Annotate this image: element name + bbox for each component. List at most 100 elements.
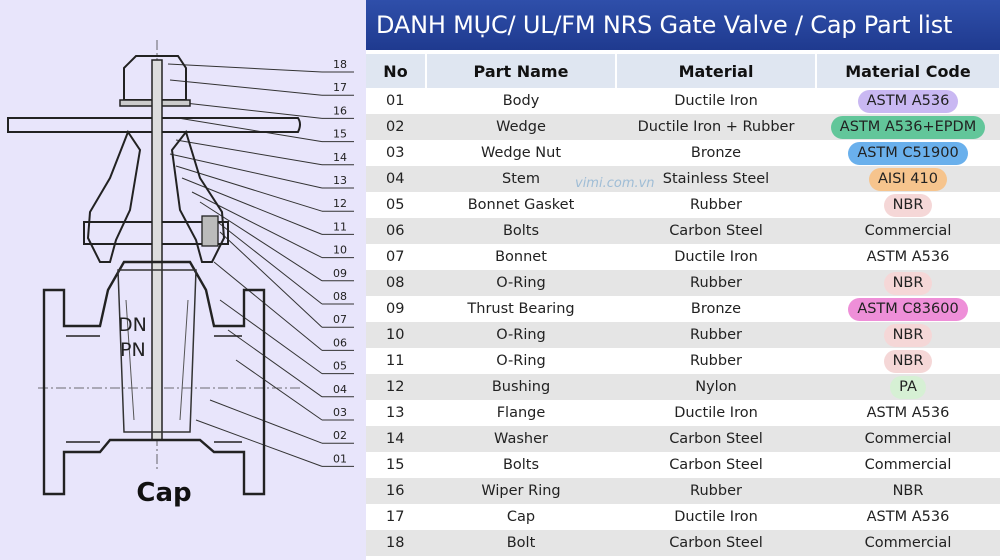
callout-label: 16 xyxy=(333,104,347,117)
cell-part-name: Bolts xyxy=(426,452,616,478)
cell-no: 11 xyxy=(366,348,426,374)
leader-line xyxy=(219,231,323,328)
cell-material-code: NBR xyxy=(816,270,1000,296)
cell-material: Nylon xyxy=(616,374,816,400)
cell-no: 02 xyxy=(366,114,426,140)
cell-no: 01 xyxy=(366,88,426,114)
material-code-badge: ASTM A536 xyxy=(866,508,950,525)
cell-material: Carbon Steel xyxy=(616,530,816,556)
cell-part-name: Bonnet xyxy=(426,244,616,270)
cell-material-code: NBR xyxy=(816,322,1000,348)
cell-part-name: Washer xyxy=(426,426,616,452)
cell-part-name: Body xyxy=(426,88,616,114)
cell-material: Ductile Iron + Rubber xyxy=(616,114,816,140)
leader-line xyxy=(169,79,323,96)
leader-line xyxy=(175,101,323,119)
callout-label: 01 xyxy=(333,452,347,465)
cell-part-name: Wedge Nut xyxy=(426,140,616,166)
leader-line xyxy=(219,299,323,375)
cell-material: Bronze xyxy=(616,140,816,166)
material-code-badge: Commercial xyxy=(864,456,952,473)
cell-no: 18 xyxy=(366,530,426,556)
callout-label: 05 xyxy=(333,360,347,373)
leader-line xyxy=(195,419,323,467)
cell-part-name: Thrust Bearing xyxy=(426,296,616,322)
callout-label: 17 xyxy=(333,81,347,94)
pn-label: PN xyxy=(120,339,146,361)
cell-material-code: NBR xyxy=(816,192,1000,218)
cell-material: Ductile Iron xyxy=(616,244,816,270)
drawing-caption: Cap xyxy=(136,478,192,508)
column-header-part-name: Part Name xyxy=(426,54,617,88)
material-code-badge: ASTM A536 xyxy=(866,404,950,421)
gate-valve-cross-section-drawing: DN PN 1817161514131211100908070605040302… xyxy=(7,40,354,496)
material-code-badge: NBR xyxy=(883,271,933,295)
cell-material: Rubber xyxy=(616,322,816,348)
cell-no: 09 xyxy=(366,296,426,322)
cell-no: 13 xyxy=(366,400,426,426)
callout-label: 06 xyxy=(333,336,347,349)
cell-material: Carbon Steel xyxy=(616,452,816,478)
cell-no: 05 xyxy=(366,192,426,218)
cell-part-name: O-Ring xyxy=(426,348,616,374)
callout-label: 04 xyxy=(333,383,347,396)
material-code-badge: Commercial xyxy=(864,222,952,239)
material-code-badge: ASTM A536 xyxy=(866,248,950,265)
callout-label: 15 xyxy=(333,128,347,141)
cell-part-name: Bolt xyxy=(426,530,616,556)
callout-label: 18 xyxy=(333,58,347,71)
cell-part-name: Cap xyxy=(426,504,616,530)
cell-material: Ductile Iron xyxy=(616,504,816,530)
cell-material: Carbon Steel xyxy=(616,218,816,244)
callout-label: 14 xyxy=(333,151,347,164)
cell-part-name: Flange xyxy=(426,400,616,426)
callout-label: 12 xyxy=(333,197,347,210)
cell-material: Rubber xyxy=(616,270,816,296)
cell-part-name: Wedge xyxy=(426,114,616,140)
cell-no: 14 xyxy=(366,426,426,452)
cell-no: 08 xyxy=(366,270,426,296)
column-header-material: Material xyxy=(616,54,817,88)
table-header-row: No Part Name Material Material Code xyxy=(366,54,1000,88)
callout-label: 10 xyxy=(333,244,347,257)
cell-material-code: ASTM A536 xyxy=(816,504,1000,530)
material-code-badge: NBR xyxy=(892,482,924,499)
cell-material: Ductile Iron xyxy=(616,88,816,114)
cell-no: 10 xyxy=(366,322,426,348)
page-title: DANH MỤC/ UL/FM NRS Gate Valve / Cap Par… xyxy=(366,0,1000,50)
cell-material-code: ASTM A536 xyxy=(816,244,1000,270)
leader-line xyxy=(227,329,323,398)
leader-line xyxy=(177,117,323,143)
cell-material-code: ASTM A536+EPDM xyxy=(816,114,1000,140)
callout-label: 03 xyxy=(333,406,347,419)
material-code-badge: Commercial xyxy=(864,534,952,551)
cell-no: 12 xyxy=(366,374,426,400)
callout-label: 09 xyxy=(333,267,347,280)
cell-material-code: Commercial xyxy=(816,218,1000,244)
material-code-badge: NBR xyxy=(883,323,933,347)
callout-label: 08 xyxy=(333,290,347,303)
cell-material-code: PA xyxy=(816,374,1000,400)
cell-part-name: Stem xyxy=(426,166,616,192)
cell-material-code: Commercial xyxy=(816,530,1000,556)
cell-material: Stainless Steel xyxy=(616,166,816,192)
cell-material: Rubber xyxy=(616,348,816,374)
cell-no: 03 xyxy=(366,140,426,166)
callout-label: 13 xyxy=(333,174,347,187)
leader-line xyxy=(175,139,323,166)
cell-material: Ductile Iron xyxy=(616,400,816,426)
cell-material-code: ASTM A536 xyxy=(816,88,1000,114)
